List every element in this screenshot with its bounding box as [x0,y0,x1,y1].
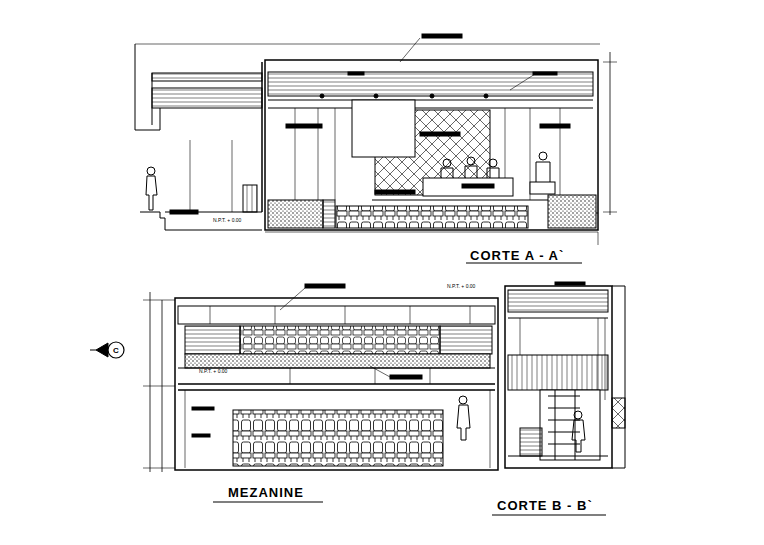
section-marker: C [107,341,125,359]
section-title: CORTE B - B` [497,499,593,512]
level-note: N.P.T. + 0.00 [212,218,242,223]
section-title: CORTE A - A` [470,249,564,262]
level-note: N.P.T. + 0.00 [198,369,228,374]
marker-letter: C [107,346,125,355]
marker-circle [108,342,124,358]
level-note: N.P.T. + 0.00 [446,284,476,289]
section-title: MEZANINE [228,486,304,499]
